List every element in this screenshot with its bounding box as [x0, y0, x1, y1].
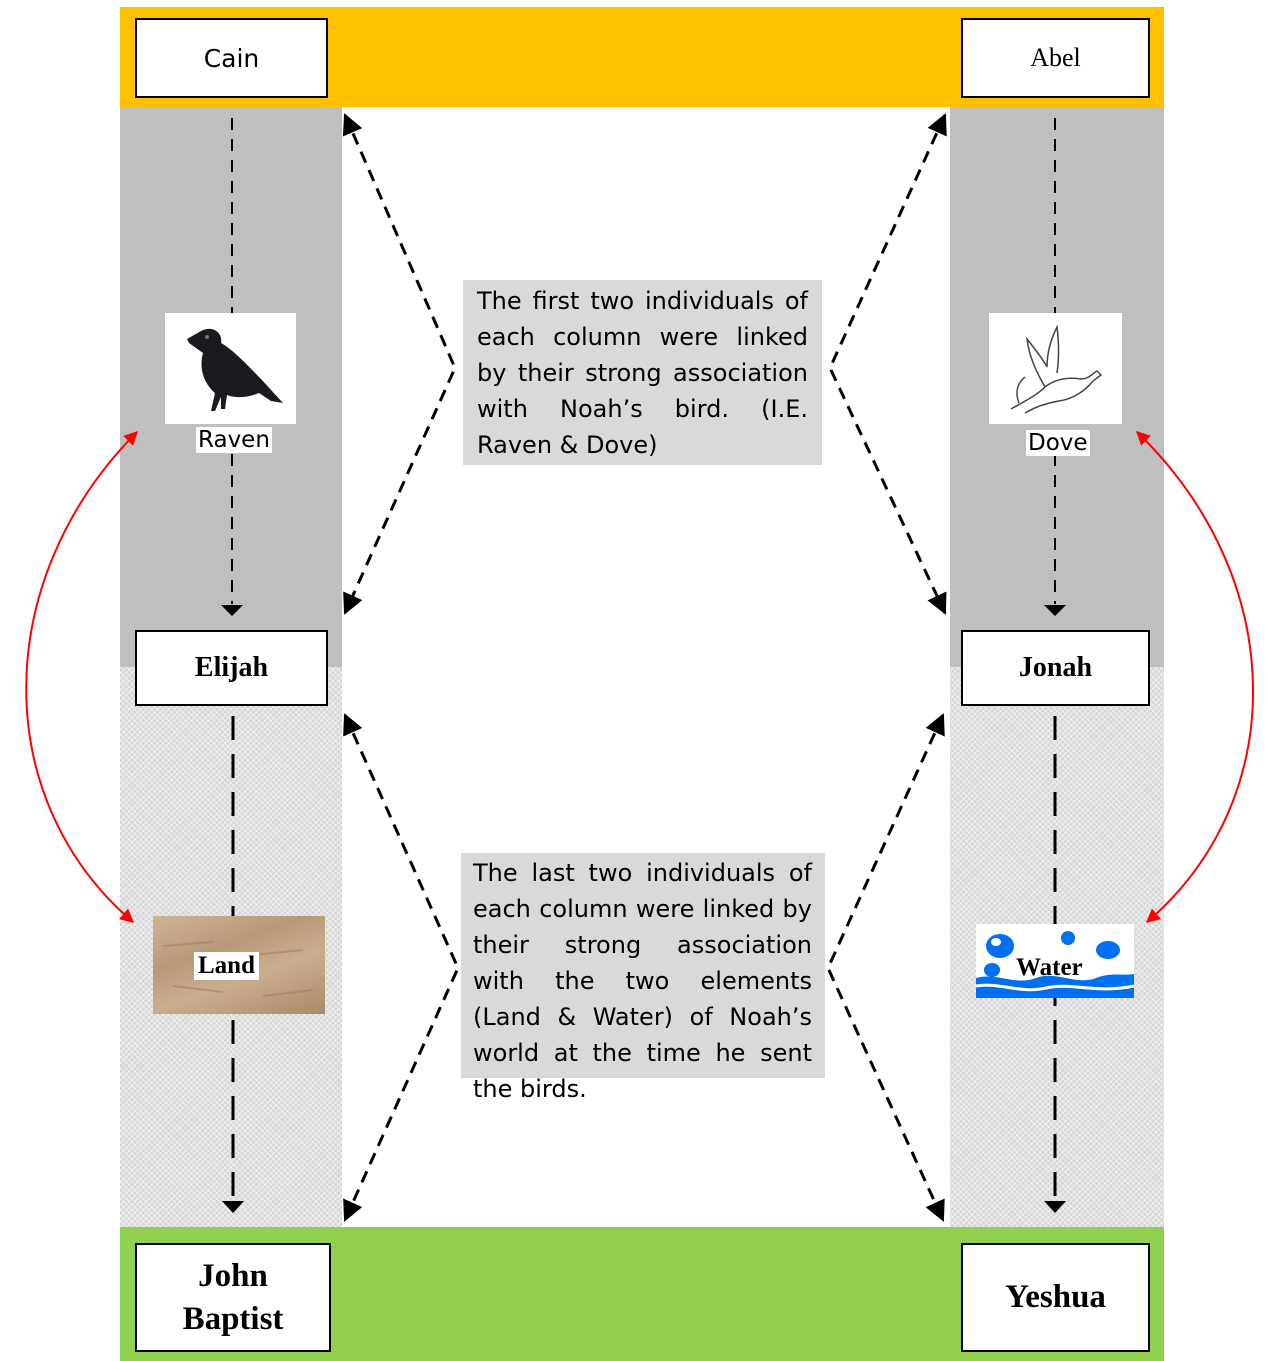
cain-label: Cain [203, 43, 260, 73]
water-label: Water [1016, 954, 1083, 981]
dove-label: Dove [1026, 430, 1090, 456]
raven-image [165, 313, 296, 424]
cain-box: Cain [135, 18, 328, 98]
raven-land-red-arrow [25, 431, 138, 923]
dove-water-red-arrow [1135, 431, 1254, 923]
jonah-label: Jonah [1018, 652, 1093, 683]
raven-icon [187, 328, 283, 411]
yeshua-box: Yeshua [961, 1243, 1150, 1352]
upper-left-chevron-arrow [342, 113, 457, 615]
lower-right-chevron-arrow [826, 713, 945, 1222]
upper-caption: The first two individuals of each column… [463, 280, 822, 465]
abel-label: Abel [1030, 43, 1081, 72]
raven-label: Raven [196, 427, 272, 453]
lower-left-chevron-arrow [343, 713, 460, 1222]
land-label: Land [194, 952, 259, 980]
lower-caption-text: The last two individuals of each column … [473, 859, 812, 1103]
elijah-label: Elijah [194, 652, 269, 683]
abel-box: Abel [961, 18, 1150, 98]
upper-right-chevron-arrow [828, 113, 947, 615]
john-baptist-label-line1: John [198, 1257, 268, 1294]
john-baptist-label-line2: Baptist [182, 1300, 284, 1337]
john-baptist-box: John Baptist [135, 1243, 331, 1352]
dove-image [989, 313, 1122, 424]
jonah-box: Jonah [961, 630, 1150, 706]
upper-caption-text: The first two individuals of each column… [477, 287, 808, 459]
dove-icon [1010, 324, 1103, 414]
yeshua-label: Yeshua [1005, 1279, 1106, 1316]
sand-texture [162, 941, 314, 997]
lower-caption: The last two individuals of each column … [461, 853, 825, 1103]
elijah-box: Elijah [135, 630, 328, 706]
water-splash-icon [975, 931, 1135, 998]
water-image [975, 924, 1135, 998]
